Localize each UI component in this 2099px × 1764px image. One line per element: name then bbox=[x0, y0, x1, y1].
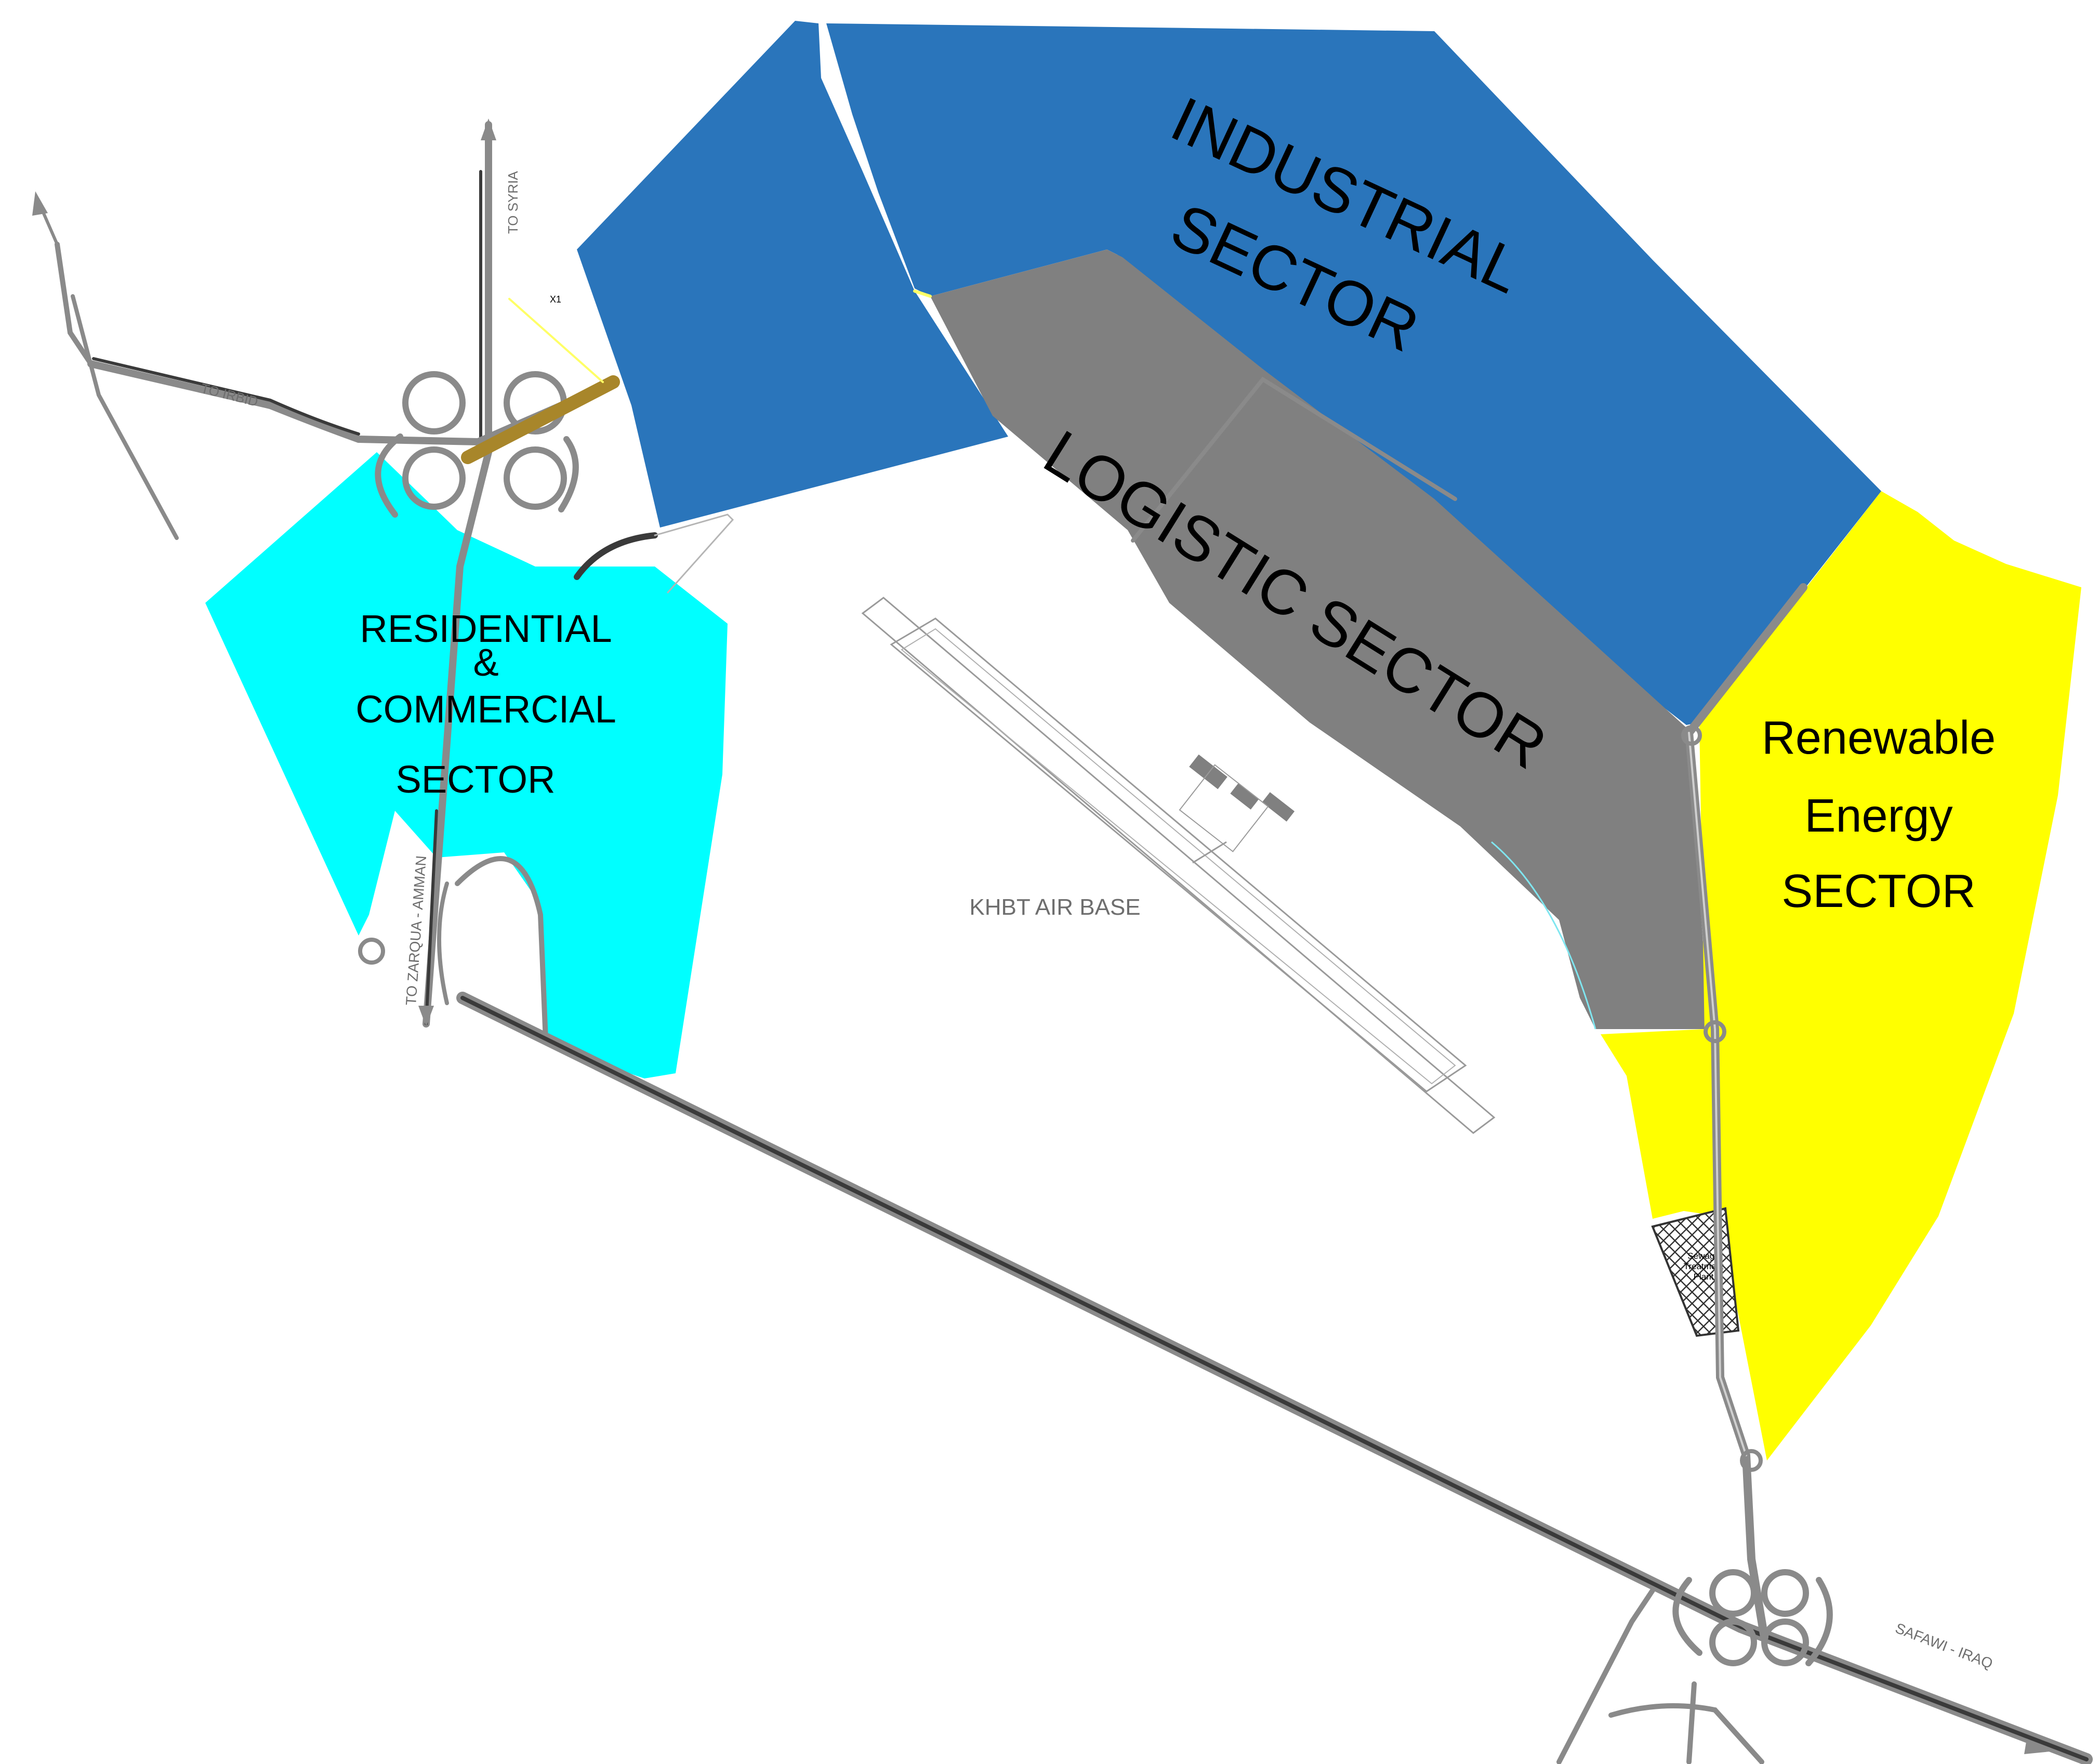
road-to-irbid bbox=[87, 360, 606, 446]
renewable-sector-label-3: SECTOR bbox=[1781, 865, 1975, 917]
sewage-label-1: Sewage bbox=[1687, 1251, 1719, 1261]
arrow-to-syria bbox=[481, 119, 496, 140]
connector-to-industrial bbox=[461, 375, 620, 464]
residential-commercial-sector-area[interactable] bbox=[205, 452, 728, 1078]
logistic-boundary-line bbox=[1491, 841, 1596, 1030]
renewable-energy-sector-area[interactable] bbox=[1699, 491, 2081, 1460]
air-base-runway[interactable] bbox=[861, 597, 1496, 1134]
residential-sector-label-4: SECTOR bbox=[395, 758, 555, 801]
to-zarqua-label: TO ZARQUA - AMMAN bbox=[403, 855, 429, 1006]
sewage-label-3: Plant bbox=[1694, 1272, 1714, 1282]
air-base-label: KHBT AIR BASE bbox=[969, 894, 1140, 920]
renewable-energy-sector-area-south[interactable] bbox=[1601, 1029, 1720, 1219]
east-roundabout-2 bbox=[1704, 1020, 1726, 1043]
safawi-iraq-label: SAFAWI - IRAQ bbox=[1893, 1620, 1995, 1672]
arrow-to-zarqua bbox=[418, 1006, 434, 1026]
residential-sector-label-1: RESIDENTIAL bbox=[360, 607, 612, 650]
sewage-label-2: Treatment bbox=[1684, 1261, 1724, 1271]
south-east-cloverleaf-interchange bbox=[1672, 1569, 1833, 1666]
logistic-sector-area[interactable] bbox=[930, 249, 1710, 1029]
highway-syria-amman bbox=[423, 121, 492, 1028]
south-west-roundabout bbox=[358, 938, 385, 965]
renewable-sector-label-1: Renewable bbox=[1762, 712, 1996, 764]
road-network bbox=[32, 119, 2093, 1764]
renewable-sector-label-2: Energy bbox=[1804, 790, 1952, 842]
arrow-to-safawi bbox=[2024, 1739, 2050, 1754]
industrial-sector-area-west[interactable] bbox=[577, 21, 1008, 528]
to-irbid-label: TO IRBID bbox=[200, 380, 260, 410]
east-roundabout-3 bbox=[1740, 1449, 1763, 1472]
x1-label: X1 bbox=[550, 294, 561, 305]
industrial-sector-area-main[interactable] bbox=[826, 23, 1881, 725]
residential-sector-label-2: & bbox=[473, 641, 498, 684]
to-syria-label: TO SYRIA bbox=[505, 170, 521, 234]
air-base-apron bbox=[1179, 754, 1295, 852]
east-roundabout-1 bbox=[1681, 725, 1702, 746]
residential-sector-label-3: COMMERCIAL bbox=[355, 688, 616, 731]
